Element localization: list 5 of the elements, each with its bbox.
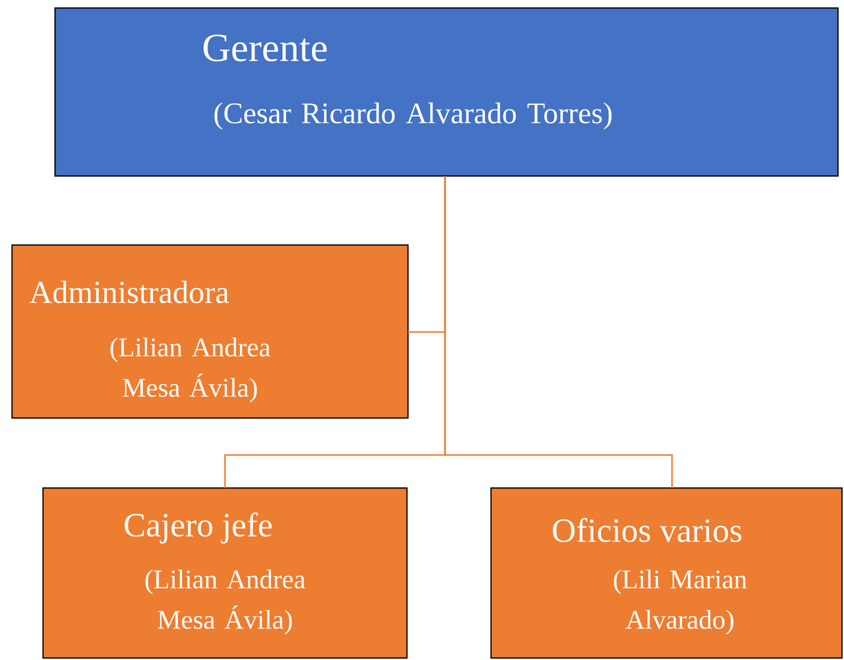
connector-line (444, 176, 673, 488)
org-box: Gerente (Cesar Ricardo Alvarado Torres) (54, 7, 839, 177)
org-box: Cajero jefe (Lilian Andrea Mesa Ávila) (42, 487, 408, 659)
org-box: Administradora (Lilian Andrea Mesa Ávila) (11, 244, 409, 419)
org-box: Oficios varios (Lili Marian Alvarado) (490, 487, 843, 659)
